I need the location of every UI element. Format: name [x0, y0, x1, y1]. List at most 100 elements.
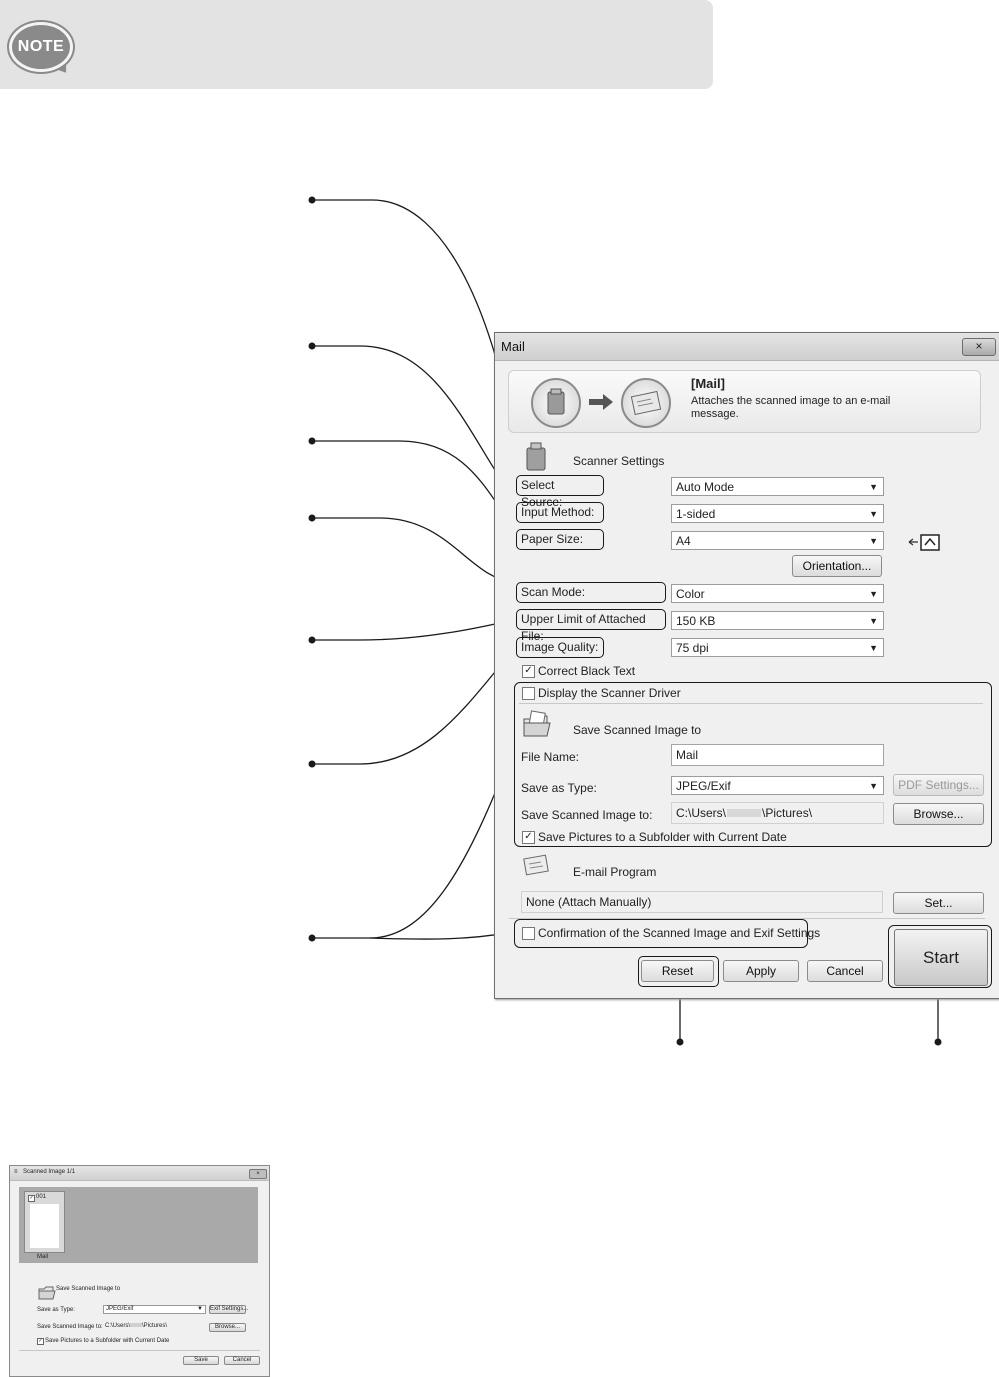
pdf-settings-button[interactable]: PDF Settings... [893, 774, 984, 796]
select-source-label: Select Source: [516, 475, 604, 509]
mini-save-as-type-label: Save as Type: [37, 1307, 75, 1313]
arrow-right-icon [589, 394, 613, 410]
mini-save-button[interactable]: Save [183, 1356, 219, 1365]
orientation-button[interactable]: Orientation... [792, 555, 882, 577]
reset-highlight [638, 956, 719, 987]
file-name-input[interactable]: Mail [671, 744, 884, 766]
header-description: Attaches the scanned image to an e-mail … [691, 395, 891, 420]
select-source-value: Auto Mode [676, 480, 735, 494]
mini-window-title: Scanned Image 1/1 [23, 1169, 76, 1175]
mini-subfolder-checkbox[interactable]: ✓ [37, 1338, 44, 1345]
title-bar[interactable]: Mail × [495, 333, 999, 361]
divider [19, 1350, 260, 1351]
paper-size-label: Paper Size: [516, 529, 604, 550]
email-program-field: None (Attach Manually) [521, 891, 883, 913]
upper-limit-dropdown[interactable]: 150 KB ▼ [671, 611, 884, 630]
scan-mode-label: Scan Mode: [516, 582, 666, 603]
reset-button[interactable]: Reset [641, 960, 714, 982]
chevron-down-icon: ▼ [869, 589, 878, 599]
mini-save-as-type-dropdown[interactable]: JPEG/Exif▼ [103, 1305, 206, 1314]
scanned-image-window: ≡ Scanned Image 1/1 × ✓ 001 Mail Save Sc… [9, 1165, 270, 1377]
file-name-label: File Name: [521, 750, 580, 764]
input-method-label: Input Method: [516, 502, 604, 523]
start-button[interactable]: Start [894, 929, 988, 986]
paper-size-value: A4 [676, 534, 691, 548]
chevron-down-icon: ▼ [869, 509, 878, 519]
mini-window-icon: ≡ [14, 1169, 18, 1175]
display-scanner-driver-checkbox[interactable] [522, 687, 535, 700]
thumbnail-item[interactable]: ✓ 001 [24, 1191, 65, 1253]
input-method-dropdown[interactable]: 1-sided ▼ [671, 504, 884, 523]
scan-mode-dropdown[interactable]: Color ▼ [671, 584, 884, 603]
save-as-type-dropdown[interactable]: JPEG/Exif ▼ [671, 776, 884, 795]
cancel-button[interactable]: Cancel [807, 960, 883, 982]
subfolder-label: Save Pictures to a Subfolder with Curren… [538, 830, 787, 844]
apply-button[interactable]: Apply [723, 960, 799, 982]
mini-close-icon[interactable]: × [249, 1169, 267, 1179]
chevron-down-icon: ▼ [869, 643, 878, 653]
header-title: [Mail] [691, 376, 725, 391]
image-quality-label: Image Quality: [516, 637, 604, 658]
email-program-title: E-mail Program [573, 865, 657, 879]
save-settings-group [514, 682, 992, 847]
mini-path-suffix: \Pictures\ [142, 1323, 168, 1329]
chevron-down-icon: ▼ [869, 781, 878, 791]
display-scanner-driver-label: Display the Scanner Driver [538, 686, 681, 700]
mini-path-prefix: C:\Users\ [105, 1323, 131, 1329]
scanner-settings-icon [526, 442, 546, 471]
save-to-path: C:\Users\ \Pictures\ [671, 802, 884, 824]
mini-save-to-path: C:\Users\ \Pictures\ [105, 1323, 167, 1329]
thumbnail-caption: Mail [37, 1254, 49, 1260]
save-as-type-label: Save as Type: [521, 781, 597, 795]
mini-save-section-title: Save Scanned Image to [56, 1286, 121, 1292]
folder-icon [38, 1286, 56, 1300]
save-to-label: Save Scanned Image to: [521, 808, 653, 822]
thumbnail-checkbox[interactable]: ✓ [28, 1195, 35, 1202]
paper-size-dropdown[interactable]: A4 ▼ [671, 531, 884, 550]
scan-mode-value: Color [676, 587, 705, 601]
close-button[interactable]: × [962, 338, 996, 356]
input-method-value: 1-sided [676, 507, 716, 521]
note-badge-icon: NOTE [9, 22, 73, 72]
note-banner [0, 0, 713, 89]
redacted-username [727, 809, 762, 817]
chevron-down-icon: ▼ [869, 616, 878, 626]
chevron-down-icon: ▼ [869, 536, 878, 546]
chevron-down-icon: ▼ [869, 482, 878, 492]
divider [509, 918, 985, 919]
window-title: Mail [501, 339, 525, 354]
confirmation-highlight [514, 919, 808, 948]
redacted-username [130, 1323, 143, 1327]
orientation-preview-icon [908, 534, 940, 551]
correct-black-text-checkbox[interactable]: ✓ [522, 665, 535, 678]
email-icon [621, 378, 671, 428]
save-section-title: Save Scanned Image to [573, 723, 702, 737]
mini-exif-settings-button[interactable]: Exif Settings... [209, 1305, 249, 1314]
select-source-dropdown[interactable]: Auto Mode ▼ [671, 477, 884, 496]
mini-title-bar[interactable]: ≡ Scanned Image 1/1 × [10, 1166, 269, 1181]
divider [519, 703, 983, 704]
confirmation-label: Confirmation of the Scanned Image and Ex… [538, 926, 821, 940]
save-to-path-prefix: C:\Users\ [676, 806, 727, 820]
upper-limit-label: Upper Limit of Attached File: [516, 609, 666, 643]
browse-button[interactable]: Browse... [893, 803, 984, 825]
thumbnail-area: ✓ 001 Mail [19, 1187, 258, 1263]
image-quality-value: 75 dpi [676, 641, 709, 655]
save-as-type-value: JPEG/Exif [676, 779, 731, 793]
mini-subfolder-label: Save Pictures to a Subfolder with Curren… [45, 1338, 170, 1344]
mini-cancel-button[interactable]: Cancel [224, 1356, 260, 1365]
scanner-settings-title: Scanner Settings [573, 454, 665, 468]
chevron-down-icon: ▼ [197, 1306, 203, 1312]
page-preview [30, 1204, 59, 1248]
mini-browse-button[interactable]: Browse... [209, 1323, 246, 1332]
start-highlight [888, 925, 992, 988]
mail-dialog: Mail × [Mail] Attaches the scanned image… [494, 332, 999, 999]
set-button[interactable]: Set... [893, 892, 984, 914]
save-to-path-suffix: \Pictures\ [762, 806, 813, 820]
subfolder-checkbox[interactable]: ✓ [522, 831, 535, 844]
image-quality-dropdown[interactable]: 75 dpi ▼ [671, 638, 884, 657]
mini-save-to-label: Save Scanned Image to: [37, 1324, 103, 1330]
confirmation-checkbox[interactable] [522, 927, 535, 940]
upper-limit-value: 150 KB [676, 614, 716, 628]
thumbnail-number: 001 [36, 1194, 47, 1200]
